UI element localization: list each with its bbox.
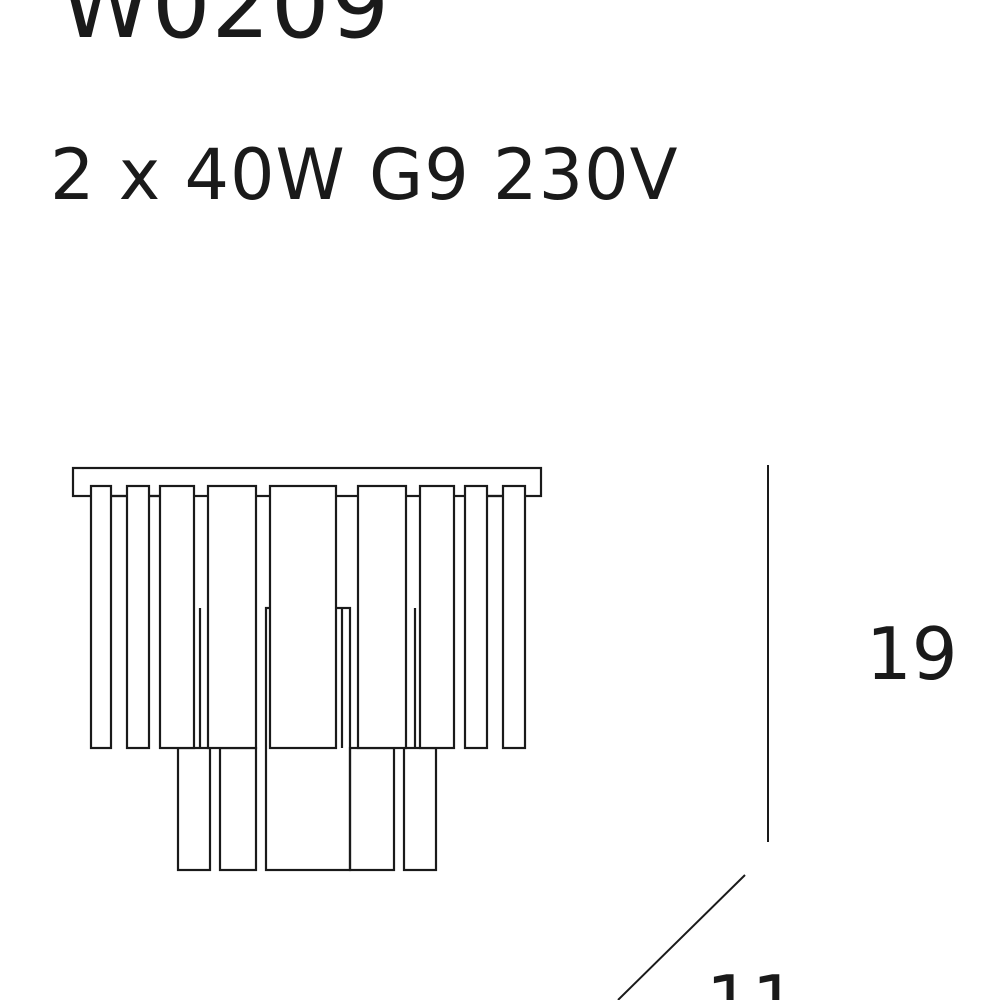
depth-dimension-line [617, 874, 746, 1000]
crystal-prism [206, 484, 258, 750]
crystal-prism [348, 746, 396, 872]
depth-dimension-label: 11 [706, 966, 798, 1000]
crystal-prism [268, 484, 338, 750]
crystal-prism [89, 484, 113, 750]
crystal-prism [125, 484, 151, 750]
power-spec: 2 x 40W G9 230V [50, 134, 679, 216]
crystal-prism [158, 484, 196, 750]
crystal-prism [463, 484, 489, 750]
height-dimension-label: 19 [866, 612, 958, 696]
crystal-prism [356, 484, 408, 750]
crystal-prism [501, 484, 527, 750]
crystal-prism [418, 484, 456, 750]
model-code: W0209 [60, 0, 391, 59]
crystal-prism [402, 746, 438, 872]
crystal-prism [176, 746, 212, 872]
crystal-prism [218, 746, 258, 872]
